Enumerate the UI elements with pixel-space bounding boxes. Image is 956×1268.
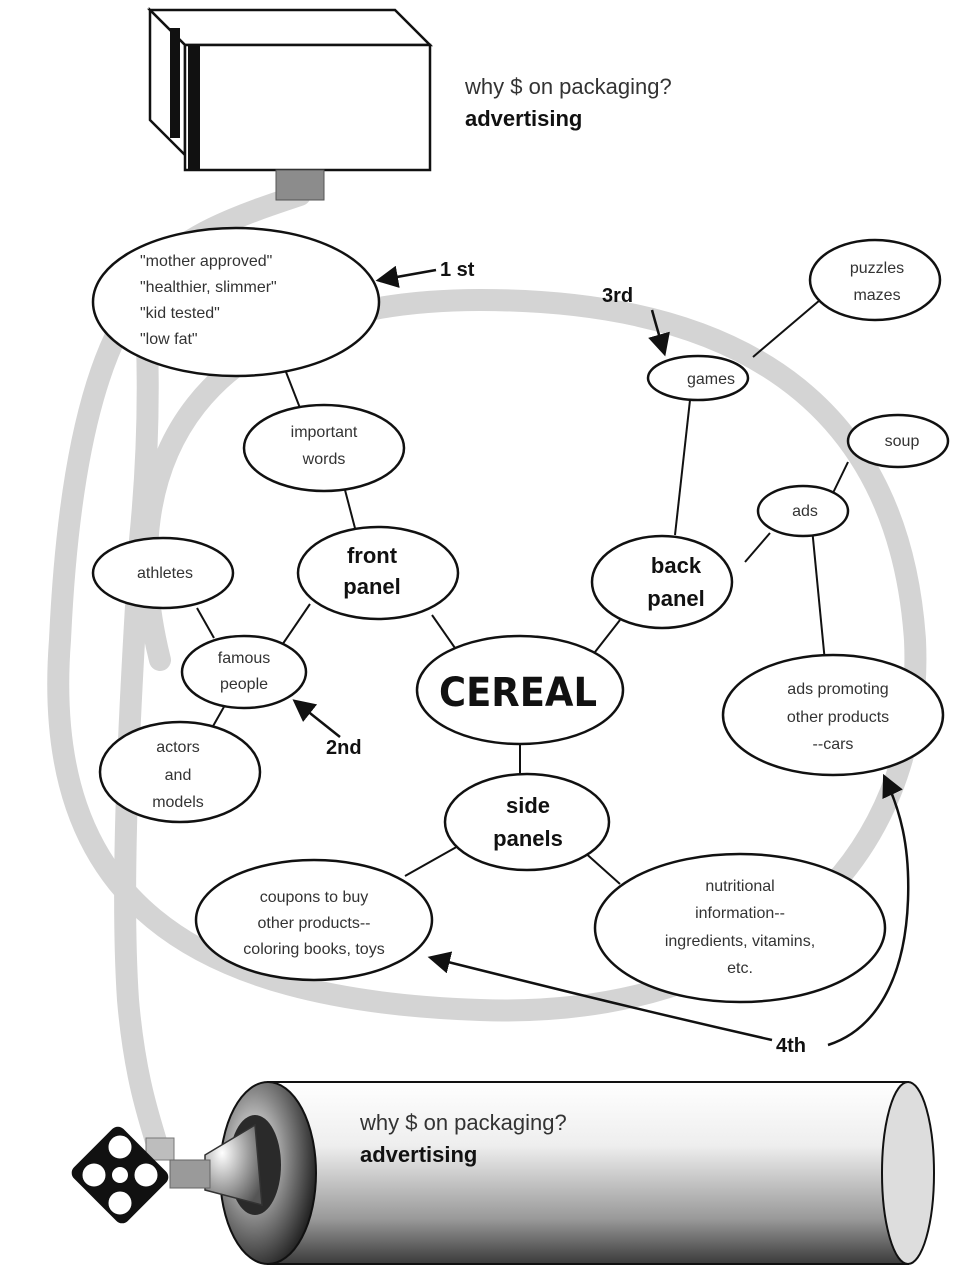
actors-models-line-3: models	[152, 794, 204, 811]
famous-people-line-2: people	[220, 676, 268, 693]
node-games	[646, 354, 750, 402]
side-panels-line-2: panels	[493, 826, 563, 851]
cereal-label: CEREAL	[439, 670, 597, 716]
front-panel-line-1: front	[347, 543, 398, 568]
node-puzzles	[808, 238, 942, 322]
important-words-line-1: important	[291, 424, 358, 441]
node-ads	[756, 484, 850, 538]
node-cereal	[415, 634, 625, 746]
famous-people-line-1: famous	[218, 650, 270, 667]
front-panel-line-2: panel	[343, 574, 400, 599]
puzzles-line-2: mazes	[853, 287, 900, 304]
bottom-question: why $ on packaging?	[359, 1110, 567, 1135]
important-words-line-2: words	[302, 451, 346, 468]
nutritional-line-4: etc.	[727, 960, 753, 977]
node-actors-models	[98, 720, 262, 824]
athletes-label: athletes	[137, 565, 193, 582]
actors-models-line-2: and	[165, 767, 192, 784]
order-arrows	[292, 265, 910, 1047]
nutritional-line-1: nutritional	[705, 878, 774, 895]
nutritional-line-2: information--	[695, 905, 785, 922]
ads-promoting-line-2: other products	[787, 709, 889, 726]
nutritional-line-3: ingredients, vitamins,	[665, 933, 815, 950]
bottom-answer: advertising	[360, 1142, 477, 1167]
top-answer: advertising	[465, 106, 582, 131]
node-important-words	[242, 403, 406, 493]
node-soup	[846, 413, 950, 469]
top-question: why $ on packaging?	[464, 74, 672, 99]
node-ellipses	[91, 226, 950, 1004]
top-box	[146, 6, 434, 201]
back-panel-line-1: back	[651, 553, 702, 578]
puzzles-line-1: puzzles	[850, 260, 904, 277]
coupons-line-2: other products--	[258, 915, 371, 932]
node-nutritional	[593, 852, 887, 1004]
node-ads-promoting	[721, 653, 945, 777]
valve-knob-icon	[71, 1126, 169, 1224]
node-back-panel	[590, 534, 734, 630]
back-panel-line-2: panel	[647, 586, 704, 611]
order-label-third: 3rd	[602, 285, 633, 307]
node-famous-people	[180, 634, 308, 710]
quote-4: "low fat"	[140, 331, 198, 348]
bottom-cylinder	[145, 1081, 935, 1265]
games-label: games	[687, 371, 735, 388]
soup-label: soup	[885, 433, 920, 450]
node-athletes	[91, 536, 235, 610]
order-label-first: 1 st	[440, 259, 475, 281]
node-quotes	[91, 226, 381, 378]
ads-label: ads	[792, 503, 818, 520]
actors-models-line-1: actors	[156, 739, 200, 756]
node-front-panel	[296, 525, 460, 621]
order-label-fourth: 4th	[776, 1035, 806, 1057]
node-coupons	[194, 858, 434, 982]
side-panels-line-1: side	[506, 793, 550, 818]
coupons-line-1: coupons to buy	[260, 889, 369, 906]
ads-promoting-line-1: ads promoting	[787, 681, 888, 698]
order-label-second: 2nd	[326, 737, 362, 759]
node-side-panels	[443, 772, 611, 872]
ads-promoting-line-3: --cars	[813, 736, 854, 753]
coupons-line-3: coloring books, toys	[243, 941, 384, 958]
quote-2: "healthier, slimmer"	[140, 279, 277, 296]
quote-3: "kid tested"	[140, 305, 220, 322]
connector-lines	[196, 299, 849, 885]
quote-1: "mother approved"	[140, 253, 272, 270]
